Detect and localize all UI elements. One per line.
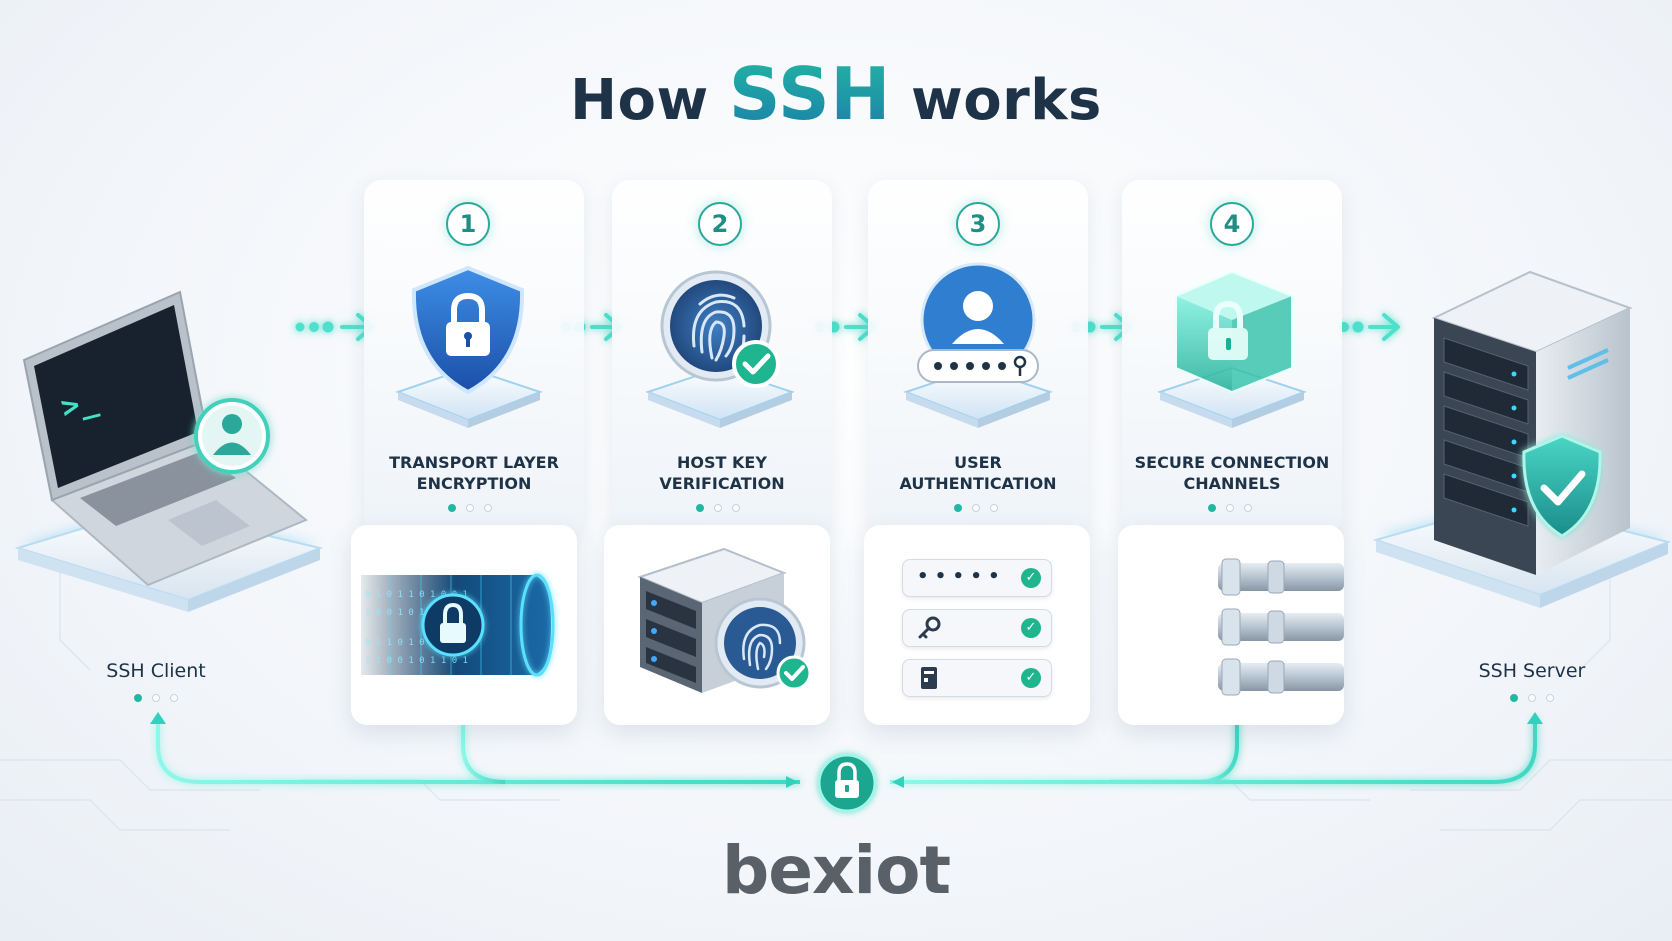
check-icon: ✓: [1021, 568, 1041, 588]
secure-tunnel-line: [156, 718, 1537, 784]
step-dots-2: [696, 504, 756, 514]
channel-3: [1138, 658, 1344, 696]
title-highlight: SSH: [728, 52, 891, 136]
center-lock-icon: [817, 753, 877, 813]
svg-text:1 0 0 1 0 1 1 0 1 0: 1 0 0 1 0 1 1 0 1 0: [365, 608, 468, 618]
secure-channels-icon: [1138, 558, 1344, 696]
title-suffix: works: [910, 68, 1102, 133]
svg-text:0 1 1 0 1 0 0 1 1 0: 0 1 1 0 1 0 0 1 1 0: [365, 638, 468, 648]
host-server-fingerprint-icon: [637, 547, 812, 693]
illustration-auth-methods: • • • • • ✓ ✓ ✓: [864, 525, 1090, 725]
step-dots-3: [954, 504, 1014, 514]
ssh-server-dots: [1510, 694, 1570, 704]
auth-row-card: ✓: [902, 659, 1052, 697]
check-icon: ✓: [1021, 618, 1041, 638]
keycard-icon: [921, 667, 937, 689]
illustration-host-key: [604, 525, 830, 725]
step-number-2: 2: [698, 202, 742, 246]
step-dots-4: [1208, 504, 1268, 514]
title-prefix: How: [570, 68, 709, 133]
step-number-4: 4: [1210, 202, 1254, 246]
svg-text:0 1 0 1 1 0 1 0 0 1: 0 1 0 1 1 0 1 0 0 1: [365, 590, 468, 600]
check-icon: ✓: [1021, 668, 1041, 688]
ssh-client-dots: [134, 694, 194, 704]
encryption-tunnel-icon: 0 1 0 1 1 0 1 0 0 1 1 0 0 1 0 1 1 0 1 0 …: [351, 573, 577, 677]
channel-2: [1138, 608, 1344, 646]
page-title: How SSH works: [0, 52, 1672, 136]
auth-row-password: • • • • • ✓: [902, 559, 1052, 597]
step-number-1: 1: [446, 202, 490, 246]
brand-logo: bexiot: [721, 832, 951, 909]
key-icon: [918, 616, 941, 639]
auth-row-key: ✓: [902, 609, 1052, 647]
step-dots-1: [448, 504, 508, 514]
svg-text:1 1 0 0 1 0 1 1 0 1: 1 1 0 0 1 0 1 1 0 1: [365, 656, 468, 666]
step-number-3: 3: [956, 202, 1000, 246]
ssh-server-label: SSH Server: [1478, 660, 1586, 682]
password-dots-icon: • • • • •: [917, 566, 1000, 587]
illustration-encryption-tunnel: 0 1 0 1 1 0 1 0 0 1 1 0 0 1 0 1 1 0 1 0 …: [351, 525, 577, 725]
ssh-client-label: SSH Client: [106, 660, 206, 682]
channel-1: [1138, 558, 1344, 596]
illustration-channels: [1118, 525, 1344, 725]
